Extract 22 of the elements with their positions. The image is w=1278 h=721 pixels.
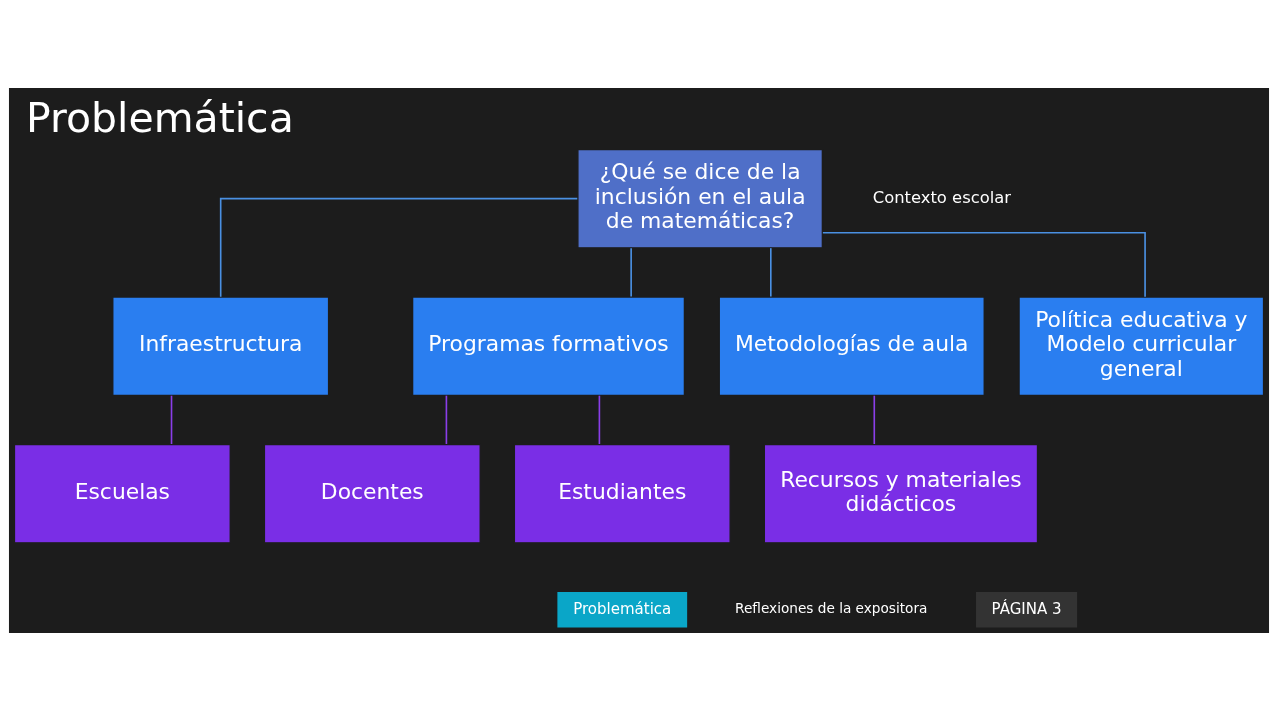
node-box: ¿Qué se dice de la inclusión en el aula de matemáticas? — [577, 148, 824, 249]
node-box: Metodologías de aula — [718, 296, 985, 396]
label: Contexto escolar — [872, 187, 1012, 207]
node-box: Estudiantes — [513, 443, 731, 544]
label: Reflexiones de la expositora — [735, 600, 928, 617]
connector — [630, 247, 632, 298]
connector — [170, 394, 173, 445]
label: PÁGINA 3 — [991, 599, 1062, 618]
node-box: Docentes — [263, 443, 481, 544]
connector — [445, 394, 448, 445]
node-box: Recursos y materiales didácticos — [763, 443, 1039, 544]
label: Problemática — [573, 599, 672, 618]
connector — [822, 231, 1146, 298]
connector — [770, 247, 772, 298]
diagram-title: Problemática — [26, 93, 294, 142]
node-box: Infraestructura — [112, 296, 330, 396]
connector — [598, 394, 601, 445]
node-box: Escuelas — [13, 443, 231, 544]
node-box: Política educativa y Modelo curricular general — [1018, 296, 1265, 396]
connector — [219, 197, 579, 298]
node-box: Programas formativos — [411, 296, 686, 396]
connector — [873, 394, 876, 445]
